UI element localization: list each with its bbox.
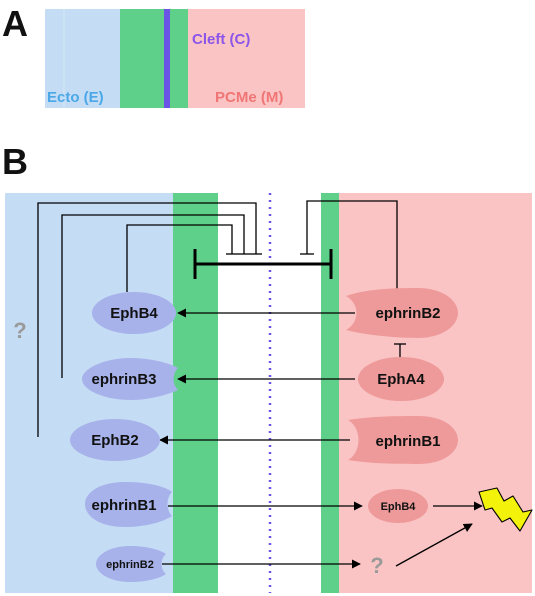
node-left-ephrinb2-label: ephrinB2 [106,559,154,571]
node-right-ephrinb2-label: ephrinB2 [375,305,440,322]
node-left-ephb4-label: EphB4 [110,305,158,322]
node-left-ephb2: EphB2 [70,419,160,461]
node-right-ephrinb2: ephrinB2 [346,288,458,338]
node-right-epha4-label: EphA4 [377,371,425,388]
cleft-bar [164,9,170,108]
panel-b-letter: B [2,141,28,182]
lightning-bolt-icon [478,487,533,532]
cleft-label: Cleft (C) [192,31,250,48]
cleft-space [218,193,321,593]
node-left-ephb2-label: EphB2 [91,432,139,449]
inhibit-line-ephrinb3 [61,214,245,378]
unknown-mark-right: ? [370,553,383,578]
inhibit-line-ephrinb2 [306,200,398,290]
signal-arrows [159,308,483,569]
node-left-ephrinb2: ephrinB2 [96,546,166,582]
inhibit-line-ephb2 [37,202,257,437]
ecto-region [45,9,120,108]
node-right-epha4 [358,357,444,401]
pcme-region [188,9,305,108]
pcme-label: PCMe (M) [215,89,283,106]
arrow-unknown-to-effect [395,523,473,567]
inhibit-line-ephb4 [126,224,233,292]
node-left-ephrinb1: ephrinB1 [85,482,172,527]
unknown-mark-left: ? [13,318,26,343]
bracket [193,249,333,279]
node-left-ephb4: EphB4 [92,292,176,334]
panel-a-legend [45,9,305,108]
panel-b-background [5,193,532,593]
mesoderm-band-a [120,9,188,108]
node-right-ephb4-label: EphB4 [381,501,417,513]
right-mesoderm-band [321,193,339,593]
ecto-label: Ecto (E) [47,89,104,106]
inhibition-lines [37,200,406,437]
node-left-ephrinb1-label: ephrinB1 [91,497,156,514]
node-right-ephrinb1: ephrinB1 [348,416,458,464]
node-left-ephrinb3-label: ephrinB3 [91,371,156,388]
node-left-ephrinb3: ephrinB3 [82,358,178,400]
node-right-ephb4 [368,489,428,523]
node-right-ephrinb1-label: ephrinB1 [375,433,440,450]
panel-a-letter: A [2,3,28,44]
